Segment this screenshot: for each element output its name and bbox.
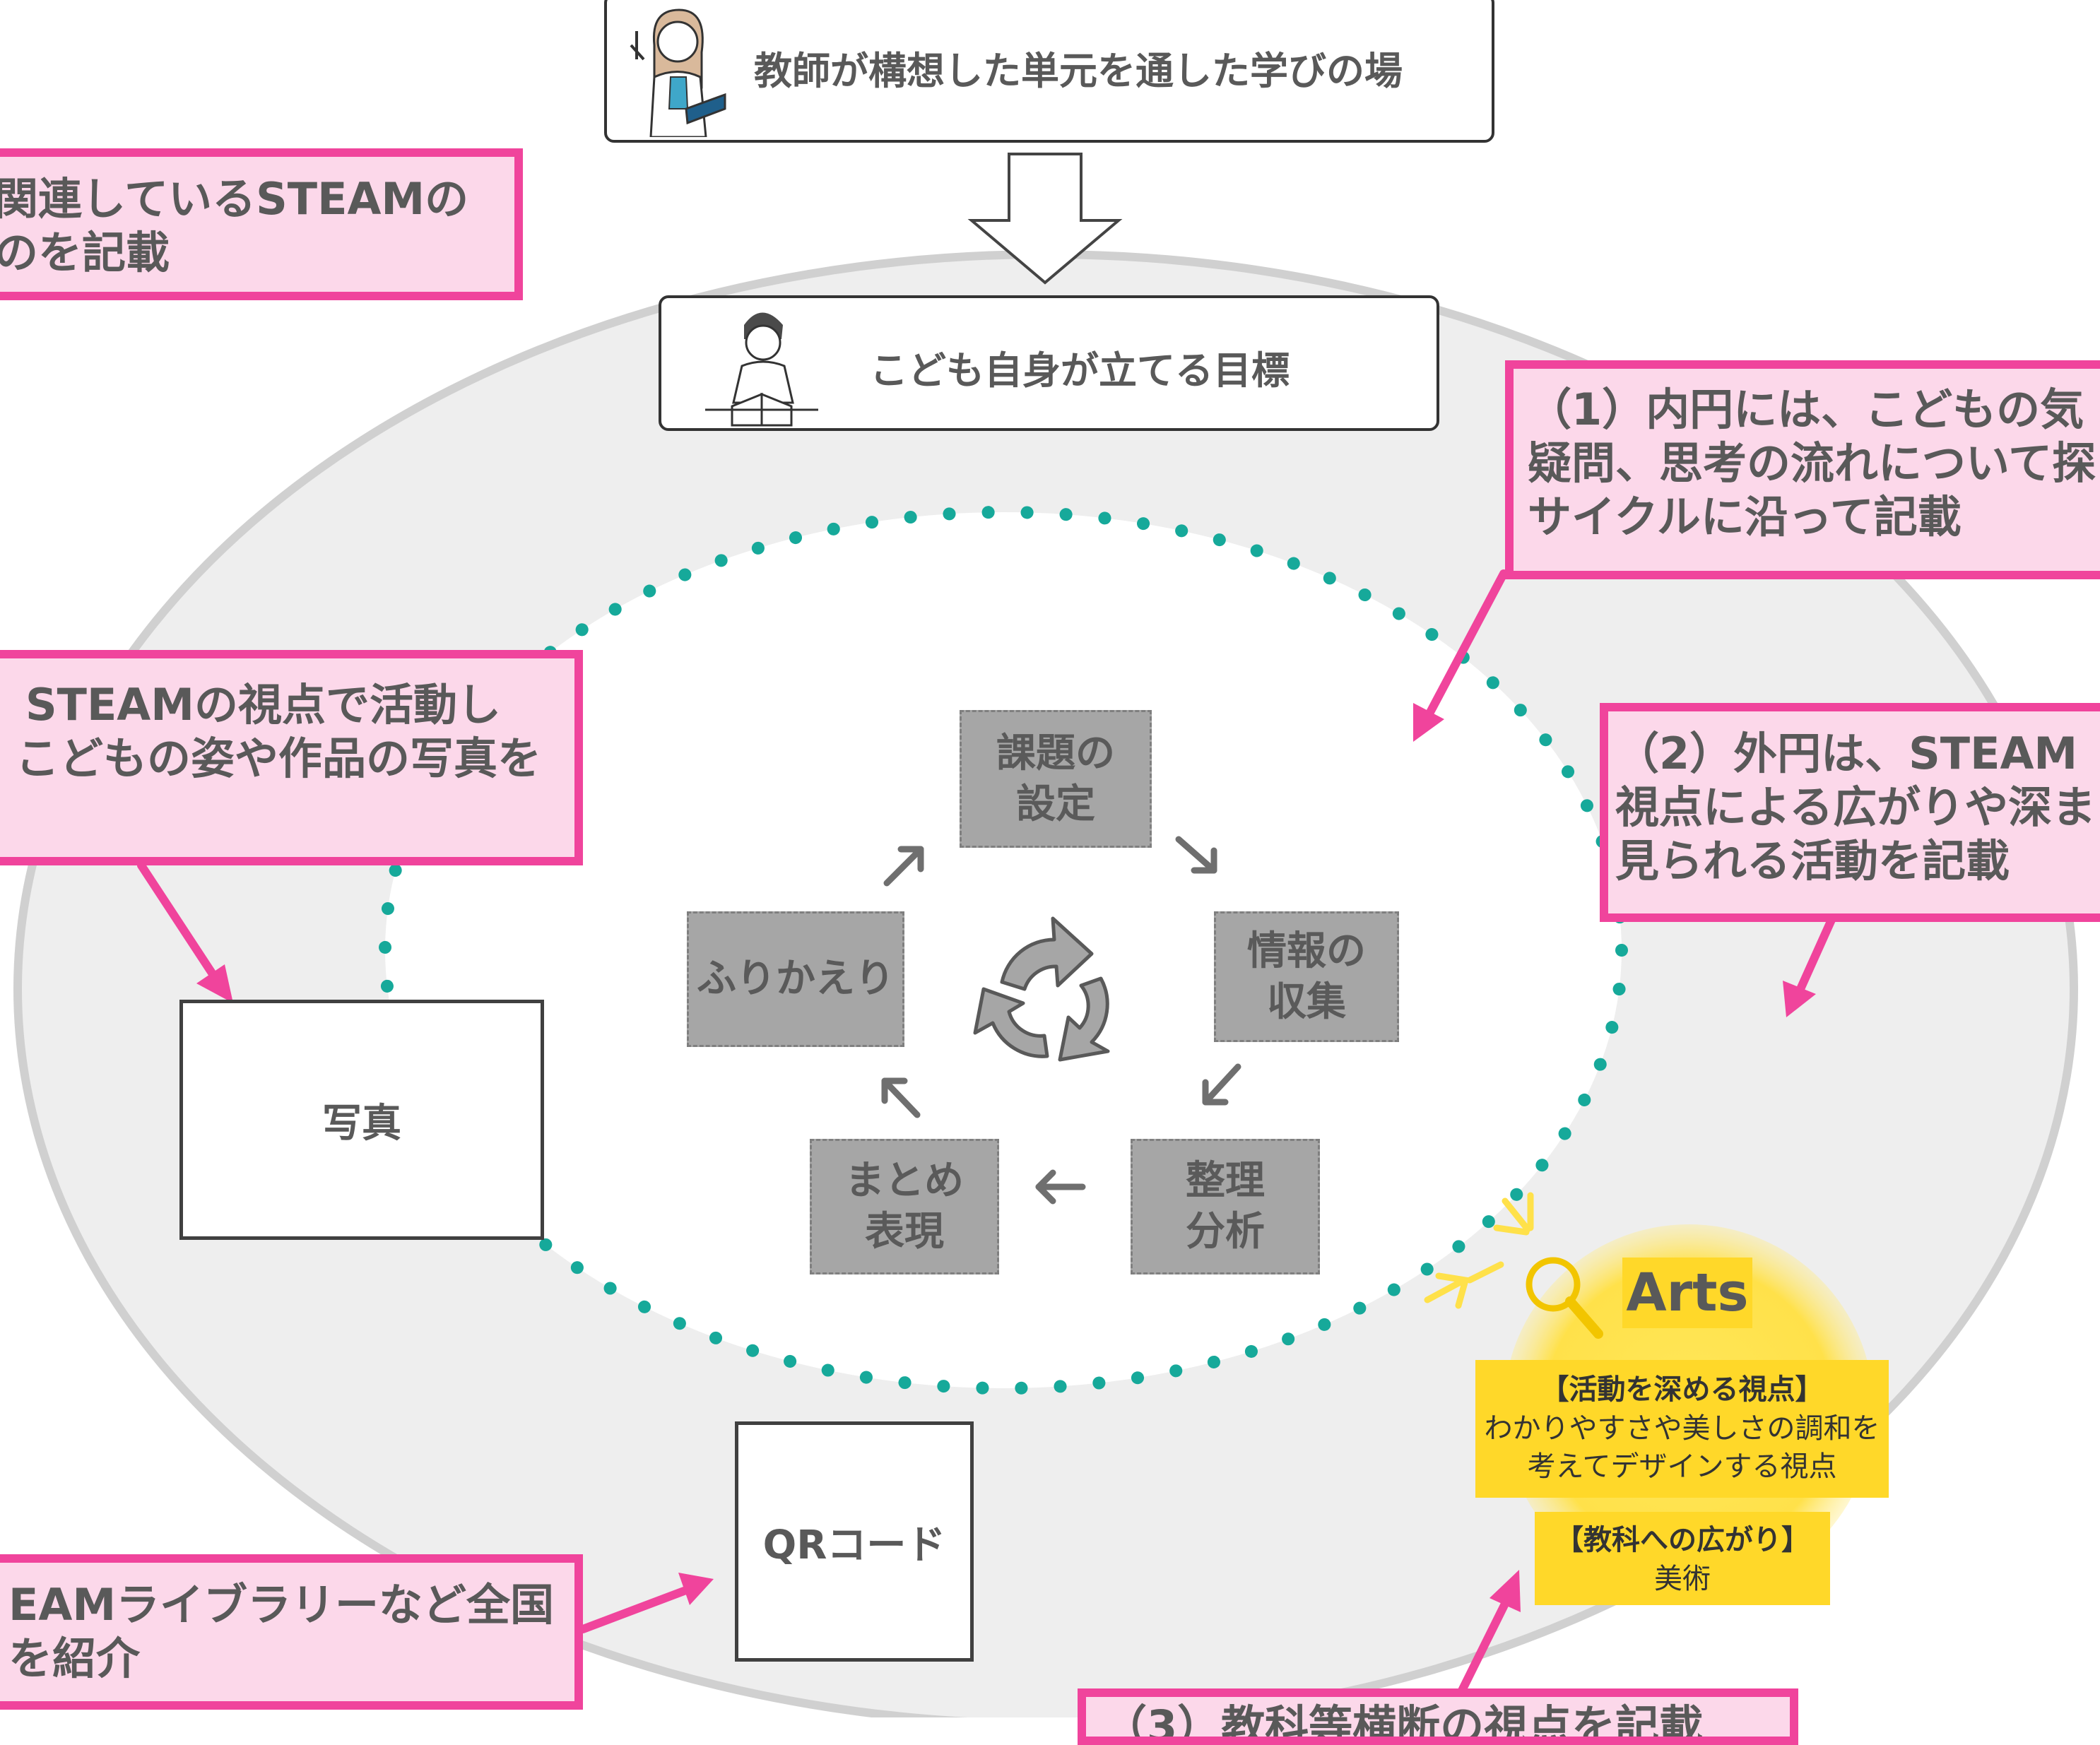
arts-deepen-heading: 【活動を深める視点】: [1540, 1373, 1824, 1406]
arts-deepen-text-line2: 考えてデザインする視点: [1527, 1450, 1837, 1483]
step-set-task-line2: 設定: [1016, 781, 1095, 827]
cycle-arrow-1: [883, 846, 924, 887]
photo-placeholder: 写真: [179, 1000, 544, 1240]
step-organize-line1: 整理: [1186, 1158, 1265, 1204]
child-goal-label: こども自身が立てる目標: [870, 348, 1290, 393]
qr-code-placeholder: QRコード: [735, 1421, 974, 1662]
inner-circle-fill: [385, 512, 1622, 1388]
child-goal-box: こども自身が立てる目標: [659, 295, 1439, 431]
callout-inner-line1: （1）内円には、こどもの気: [1528, 384, 2084, 435]
down-arrow: [967, 153, 1123, 285]
callout-outer-line3: 見られる活動を記載: [1615, 835, 2010, 887]
callout-outer-line2: 視点による広がりや深ま: [1615, 781, 2096, 833]
callout-library: EAMライブラリーなど全国 を紹介: [0, 1554, 583, 1710]
callout-steam-related-line1: 関連しているSTEAMの: [0, 173, 469, 225]
inner-dotted-circle: [379, 506, 1628, 1395]
teacher-reading-icon: [630, 8, 726, 137]
callout-library-line1: EAMライブラリーなど全国: [8, 1579, 555, 1631]
cycle-arrow-3: [1202, 1063, 1241, 1106]
callout-inner-line3: サイクルに沿って記載: [1528, 491, 1962, 543]
callout-bottom: （3）教科等横断の視点を記載: [1078, 1688, 1798, 1745]
step-gather-info-line2: 収集: [1267, 978, 1346, 1025]
arts-title: Arts: [1622, 1258, 1752, 1328]
callout-outer-line1: （2）外円は、STEAM: [1615, 728, 2078, 779]
callout-steam-related-line2: のを記載: [0, 227, 170, 278]
callout-arrow-inner: [1413, 569, 1508, 742]
step-gather-info-line1: 情報の: [1247, 928, 1366, 974]
step-reflection-line1: ふりかえり: [697, 956, 895, 1002]
recycle-arrows-icon: [973, 916, 1110, 1062]
step-gather-info: 情報の 収集: [1214, 911, 1399, 1042]
callout-inner-circle: （1）内円には、こどもの気 疑問、思考の流れについて探 サイクルに沿って記載: [1505, 360, 2100, 579]
callout-steam-related: 関連しているSTEAMの のを記載: [0, 148, 523, 300]
cycle-arrow-2: [1175, 836, 1217, 874]
step-set-task-line1: 課題の: [996, 730, 1115, 776]
step-reflection: ふりかえり: [687, 911, 904, 1047]
step-summarize-line2: 表現: [865, 1209, 944, 1255]
teacher-box: 教師が構想した単元を通した学びの場: [604, 0, 1494, 143]
photo-label: 写真: [322, 1100, 401, 1147]
arts-subject-box: 【教科への広がり】 美術: [1535, 1512, 1830, 1605]
step-summarize-express: まとめ 表現: [810, 1139, 999, 1274]
child-writing-icon: [705, 312, 818, 427]
step-organize-line2: 分析: [1186, 1209, 1265, 1255]
cycle-arrow-4: [1035, 1169, 1086, 1205]
arts-deepen-box: 【活動を深める視点】 わかりやすさや美しさの調和を 考えてデザインする視点: [1475, 1360, 1889, 1498]
magnifier-icon: [1424, 1192, 1603, 1339]
qr-code-label: QRコード: [762, 1522, 946, 1568]
callout-photo-line1: STEAMの視点で活動し: [25, 679, 501, 730]
arts-subject-heading: 【教科への広がり】: [1555, 1524, 1810, 1556]
callout-bottom-text: （3）教科等横断の視点を記載: [1103, 1700, 1704, 1745]
cycle-arrow-5: [881, 1077, 921, 1118]
step-set-task: 課題の 設定: [960, 710, 1152, 848]
callout-arrow-qr: [579, 1573, 714, 1633]
arts-subject-text: 美術: [1654, 1563, 1711, 1595]
callout-arrow-photo: [137, 861, 233, 1003]
callout-inner-line2: 疑問、思考の流れについて探: [1528, 437, 2096, 489]
arts-deepen-text-line1: わかりやすさや美しさの調和を: [1484, 1412, 1880, 1445]
step-summarize-line1: まとめ: [845, 1158, 964, 1204]
callout-arrow-outer: [1783, 916, 1836, 1017]
teacher-box-label: 教師が構想した単元を通した学びの場: [754, 49, 1403, 93]
callout-library-line2: を紹介: [8, 1633, 141, 1684]
callout-outer-circle: （2）外円は、STEAM 視点による広がりや深ま 見られる活動を記載: [1600, 703, 2100, 922]
callout-photo-line2: こどもの姿や作品の写真を: [16, 733, 542, 784]
callout-photo-note: STEAMの視点で活動し こどもの姿や作品の写真を: [0, 650, 583, 865]
step-organize-analyze: 整理 分析: [1131, 1139, 1320, 1274]
